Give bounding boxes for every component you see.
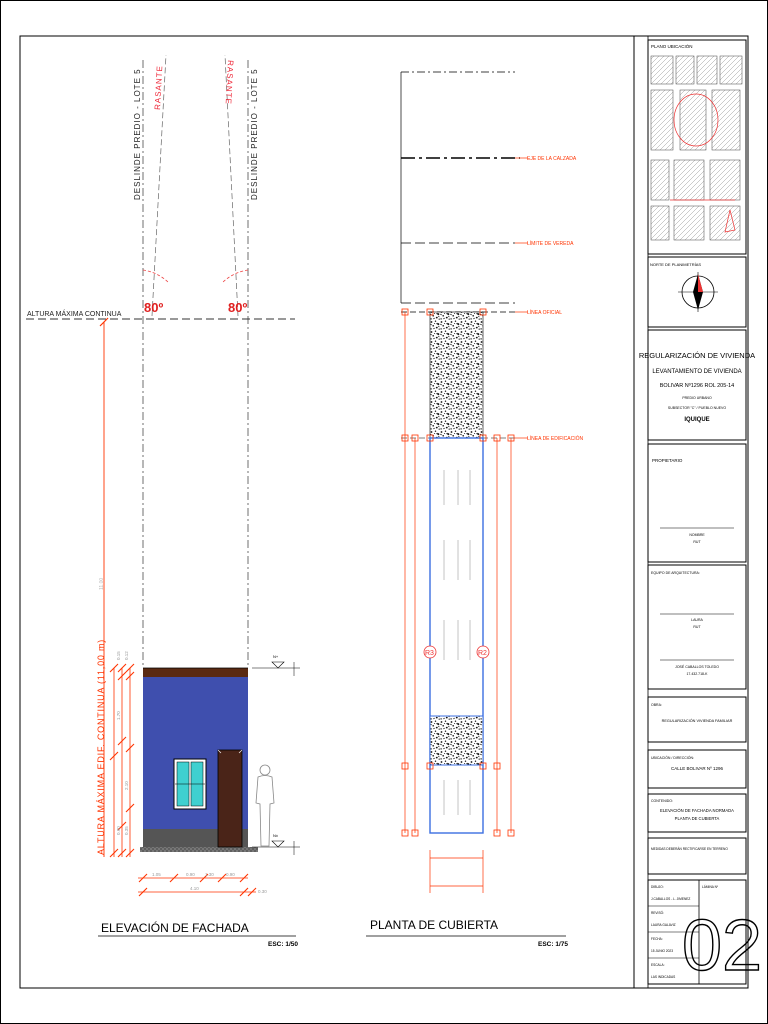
roof-edge (143, 668, 248, 677)
line-label-1: LÍMITE DE VEREDA (527, 240, 574, 247)
lote-right-label: DESLINDE PREDIO - LOTE 5 (250, 68, 259, 200)
escala-label: ESCALA: (651, 963, 665, 967)
dim-v-5: 0.35 (124, 826, 129, 835)
level-bottom-label: N± (273, 833, 279, 838)
dibujo-label: DIBUJO: (651, 885, 664, 889)
roof-plan-drawing: EJE DE LA CALZADA LÍMITE DE VEREDA LÍNEA… (366, 71, 584, 948)
elevation-title: ELEVACIÓN DE FACHADA (101, 920, 249, 935)
equipo-rut: RUT (693, 625, 701, 629)
dim-b-2: 1.30 (205, 872, 214, 877)
location-map (650, 55, 743, 241)
project-address: BOLIVAR Nº1296 ROL 205-14 (660, 382, 734, 389)
revision-value: LAURA GALAVIZ (651, 923, 676, 927)
dim-v-3: 0.90 (116, 826, 121, 835)
lamina-label: LÁMINA Nº (702, 885, 719, 889)
ubicacion-value: CALLE BOLIVAR Nº 1296 (671, 766, 724, 771)
ground-strip (140, 847, 258, 852)
tag-left: R3 (425, 650, 434, 657)
propietario-nombre: NOMBRE (689, 533, 705, 537)
equipo-laura: LAURA (691, 618, 703, 622)
roof-title: PLANTA DE CUBIERTA (370, 918, 498, 932)
rasante-left-label: RASANTE (153, 65, 164, 110)
contenido-1: ELEVACIÓN DE FACHADA NORMADA (660, 808, 734, 813)
fecha-value: 15 JUNIO 2023 (651, 949, 673, 953)
dim-b-0: 1.05 (152, 872, 161, 877)
door (217, 749, 243, 848)
equipo-label: EQUIPO DE ARQUITECTURA: (651, 571, 700, 575)
dim-b-3: 0.90 (226, 872, 235, 877)
sheet-number: 02 (682, 906, 762, 986)
project-predio: PREDIO URBANO (682, 396, 712, 400)
human-figure-icon (255, 764, 275, 847)
dim-v-0: 0.15 (116, 651, 121, 660)
fecha-label: FECHA: (651, 937, 663, 941)
dim-total: 4.10 (190, 886, 199, 891)
roof-outline (429, 437, 484, 834)
dim-v-1: 0.12 (124, 651, 129, 660)
tag-right: R2 (478, 650, 487, 657)
front-gravel (429, 311, 484, 439)
dibujo-value: J.CABALLOS - L. JIMENEZ (651, 897, 690, 901)
angle-left-label: 80º (144, 300, 163, 315)
north-arrow-icon (678, 272, 718, 312)
roof-scale: ESC: 1/75 (538, 941, 568, 948)
project-sub: LEVANTAMIENTO DE VIVIENDA (652, 369, 741, 375)
nota: MEDIDAS DEBERÁN RECTIFICARSE EN TERRENO (651, 847, 728, 851)
level-top-label: N+ (273, 654, 279, 659)
plano-ubicacion-label: PLANO UBICACIÓN (651, 43, 693, 49)
patio-gravel (429, 715, 484, 766)
title-block: PLANO UBICACIÓN NORTE DE PLANIMETRÍAS (639, 39, 763, 987)
angle-right-label: 80º (228, 300, 247, 315)
height-total-dim: 11.00 (99, 578, 105, 590)
line-label-2: LÍNEA OFICIAL (527, 309, 562, 316)
contenido-label: CONTENIDO: (651, 799, 673, 803)
escala-value: LAS INDICADAS (651, 975, 675, 979)
project-city: IQUIQUE (684, 417, 709, 423)
contenido-2: PLANTA DE CUBIERTA (675, 816, 720, 821)
obra-label: OBRA: (651, 703, 662, 707)
propietario-rut: RUT (693, 540, 701, 544)
dim-right: 0.30 (258, 889, 267, 894)
altura-maxima-label: ALTURA MÁXIMA CONTINUA (27, 309, 122, 318)
elevation-scale: ESC: 1/50 (268, 941, 298, 948)
dim-v-4: 2.10 (124, 781, 129, 790)
norte-label: NORTE DE PLANIMETRÍAS (650, 262, 701, 267)
arquitecto-name: JOSÉ CABALLOS TOLEDO (675, 664, 719, 669)
line-label-0: EJE DE LA CALZADA (527, 156, 577, 162)
obra-value: REGULARIZACIÓN VIVIENDA FAMILIAR (662, 718, 733, 723)
arquitecto-rut: 17.432.718-K (686, 672, 708, 676)
dim-v-2: 1.70 (116, 711, 121, 720)
project-title: REGULARIZACIÓN DE VIVIENDA (639, 351, 755, 360)
dim-b-1: 0.90 (186, 872, 195, 877)
vertical-height-label: ALTURA MÁXIMA EDIF. CONTINUA (11,00 m) (96, 639, 106, 855)
revision-label: REVISÓ: (651, 910, 664, 915)
lote-left-label: DESLINDE PREDIO - LOTE 5 (133, 68, 142, 200)
elevation-drawing: DESLINDE PREDIO - LOTE 5 DESLINDE PREDIO… (26, 54, 300, 948)
rasante-right-label: RASANTE (224, 60, 235, 105)
project-sector: SUBSECTOR "C" / PUEBLO NUEVO (668, 406, 727, 410)
ubicacion-label: UBICACIÓN / DIRECCIÓN: (651, 755, 694, 760)
propietario-label: PROPIETARIO (652, 458, 683, 463)
line-label-3: LÍNEA DE EDIFICACIÓN (527, 435, 584, 442)
